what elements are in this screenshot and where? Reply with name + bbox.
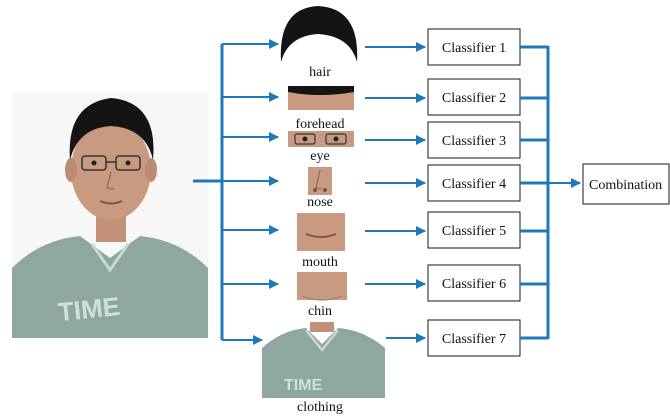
input-arrows xyxy=(222,39,279,345)
part-label-mouth: mouth xyxy=(302,255,338,270)
eye-crop xyxy=(288,131,354,147)
part-label-chin: chin xyxy=(308,304,332,319)
part-label-clothing: clothing xyxy=(297,400,343,415)
classifier-node-1: Classifier 1 xyxy=(427,28,521,66)
classifier-label-5: Classifier 5 xyxy=(442,224,506,239)
clothing-crop: TIME xyxy=(262,322,385,398)
input-connectors xyxy=(193,44,224,340)
classifier-box-6 xyxy=(427,264,521,302)
combination-label: Combination xyxy=(589,178,662,193)
part-label-nose: nose xyxy=(307,195,333,210)
classifier-node-3: Classifier 3 xyxy=(427,121,521,159)
svg-text:TIME: TIME xyxy=(57,291,122,327)
output-connectors xyxy=(520,45,550,340)
person-photo: TIME xyxy=(12,92,208,338)
part-label-eye: eye xyxy=(310,149,329,164)
classifier-label-1: Classifier 1 xyxy=(442,41,506,56)
classifier-boxes: Classifier 1 Classifier 2 Classifier 3 Clas… xyxy=(427,28,521,357)
classifier-node-6: Classifier 6 xyxy=(427,264,521,302)
chin-crop xyxy=(297,272,347,301)
classifier-node-2: Classifier 2 xyxy=(427,78,521,116)
part-label-hair: hair xyxy=(309,65,331,80)
classifier-box-7 xyxy=(427,319,521,357)
hair-crop xyxy=(280,6,358,62)
classifier-node-7: Classifier 7 xyxy=(427,319,521,357)
mouth-crop xyxy=(297,213,345,251)
combination-box xyxy=(582,163,670,205)
classifier-node-5: Classifier 5 xyxy=(427,211,521,249)
classifier-node-4: Classifier 4 xyxy=(427,164,521,202)
part-labels: hair forehead eye nose mouth chin clothing xyxy=(296,65,345,415)
classifier-label-7: Classifier 7 xyxy=(442,332,506,347)
svg-text:TIME: TIME xyxy=(284,377,323,394)
classifier-box-1 xyxy=(427,28,521,66)
forehead-crop xyxy=(288,86,354,110)
classifier-label-6: Classifier 6 xyxy=(442,277,506,292)
classifier-label-3: Classifier 3 xyxy=(442,134,506,149)
classifier-box-5 xyxy=(427,211,521,249)
classifier-box-3 xyxy=(427,121,521,159)
classifier-label-2: Classifier 2 xyxy=(442,91,506,106)
nose-crop xyxy=(308,167,332,195)
classifier-arrows xyxy=(365,42,426,343)
combination-node: Combination xyxy=(582,163,670,205)
part-label-forehead: forehead xyxy=(296,117,345,132)
classifier-label-4: Classifier 4 xyxy=(442,177,506,192)
